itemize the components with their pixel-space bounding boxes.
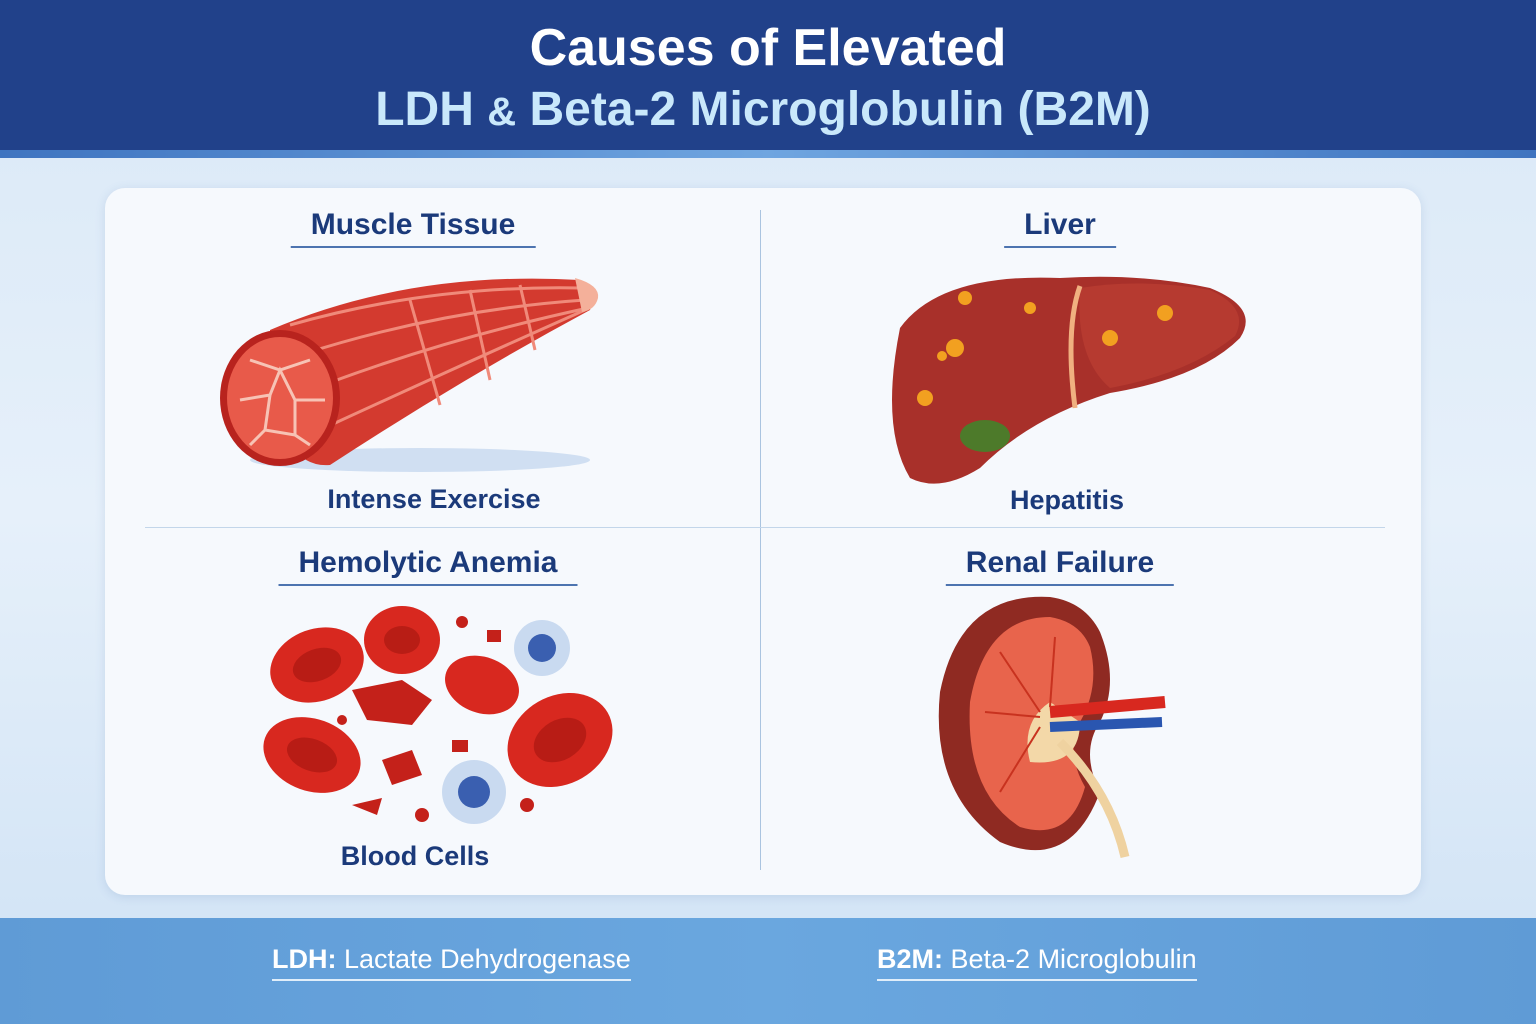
vertical-divider <box>760 210 761 870</box>
kidney-icon <box>938 596 1166 859</box>
legend-b2m-abbr: B2M: <box>877 944 943 974</box>
quadrant-title-muscle: Muscle Tissue <box>290 208 536 248</box>
header: Causes of Elevated LDH & Beta-2 Microglo… <box>0 0 1536 150</box>
muscle-icon <box>220 278 599 472</box>
quadrant-title-hemolytic-anemia: Hemolytic Anemia <box>278 546 578 586</box>
legend-ldh-abbr: LDH: <box>272 944 337 974</box>
title-amp: & <box>487 90 517 134</box>
title-ldh: LDH <box>375 83 474 136</box>
liver-icon <box>892 276 1246 484</box>
header-stripe <box>0 150 1536 158</box>
blood-cells-icon <box>263 606 613 824</box>
title-b2m: Beta-2 Microglobulin (B2M) <box>529 83 1151 136</box>
legend-b2m: B2M: Beta-2 Microglobulin <box>877 944 1197 981</box>
legend-ldh-full: Lactate Dehydrogenase <box>344 944 631 974</box>
caption-liver: Hepatitis <box>1009 485 1125 515</box>
caption-muscle: Intense Exercise <box>327 484 541 514</box>
legend-ldh: LDH: Lactate Dehydrogenase <box>272 944 631 981</box>
horizontal-divider <box>145 527 1385 528</box>
quadrant-title-renal-failure: Renal Failure <box>945 546 1175 586</box>
title-line-1: Causes of Elevated <box>529 19 1007 77</box>
quadrant-title-liver: Liver <box>1004 208 1116 248</box>
title-line-2: LDH & Beta-2 Microglobulin (B2M) <box>0 82 1536 137</box>
legend-b2m-full: Beta-2 Microglobulin <box>950 944 1197 974</box>
footer-legend: LDH: Lactate Dehydrogenase B2M: Beta-2 M… <box>0 918 1536 1024</box>
caption-blood-cells: Blood Cells <box>340 841 490 871</box>
